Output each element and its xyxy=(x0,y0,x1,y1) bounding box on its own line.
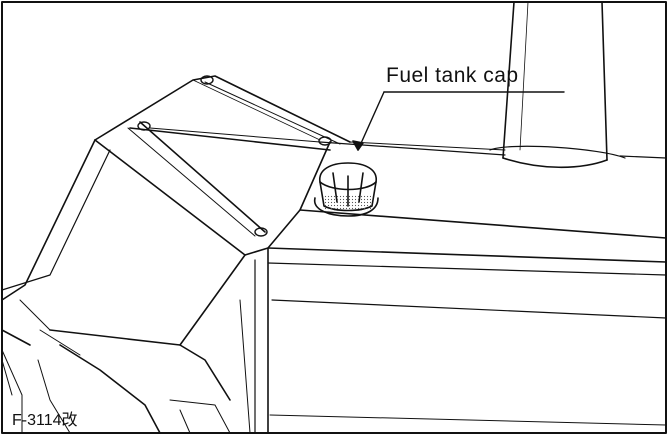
figure-code: F-3114改 xyxy=(12,412,78,429)
side-panel xyxy=(1,139,246,434)
bolts xyxy=(137,75,332,237)
hood-body xyxy=(239,141,667,434)
leader-line xyxy=(352,91,565,151)
exhaust-pipe xyxy=(489,1,626,169)
fuel-tank-cap-label: Fuel tank cap xyxy=(386,64,519,87)
dashboard-cover xyxy=(94,75,351,237)
